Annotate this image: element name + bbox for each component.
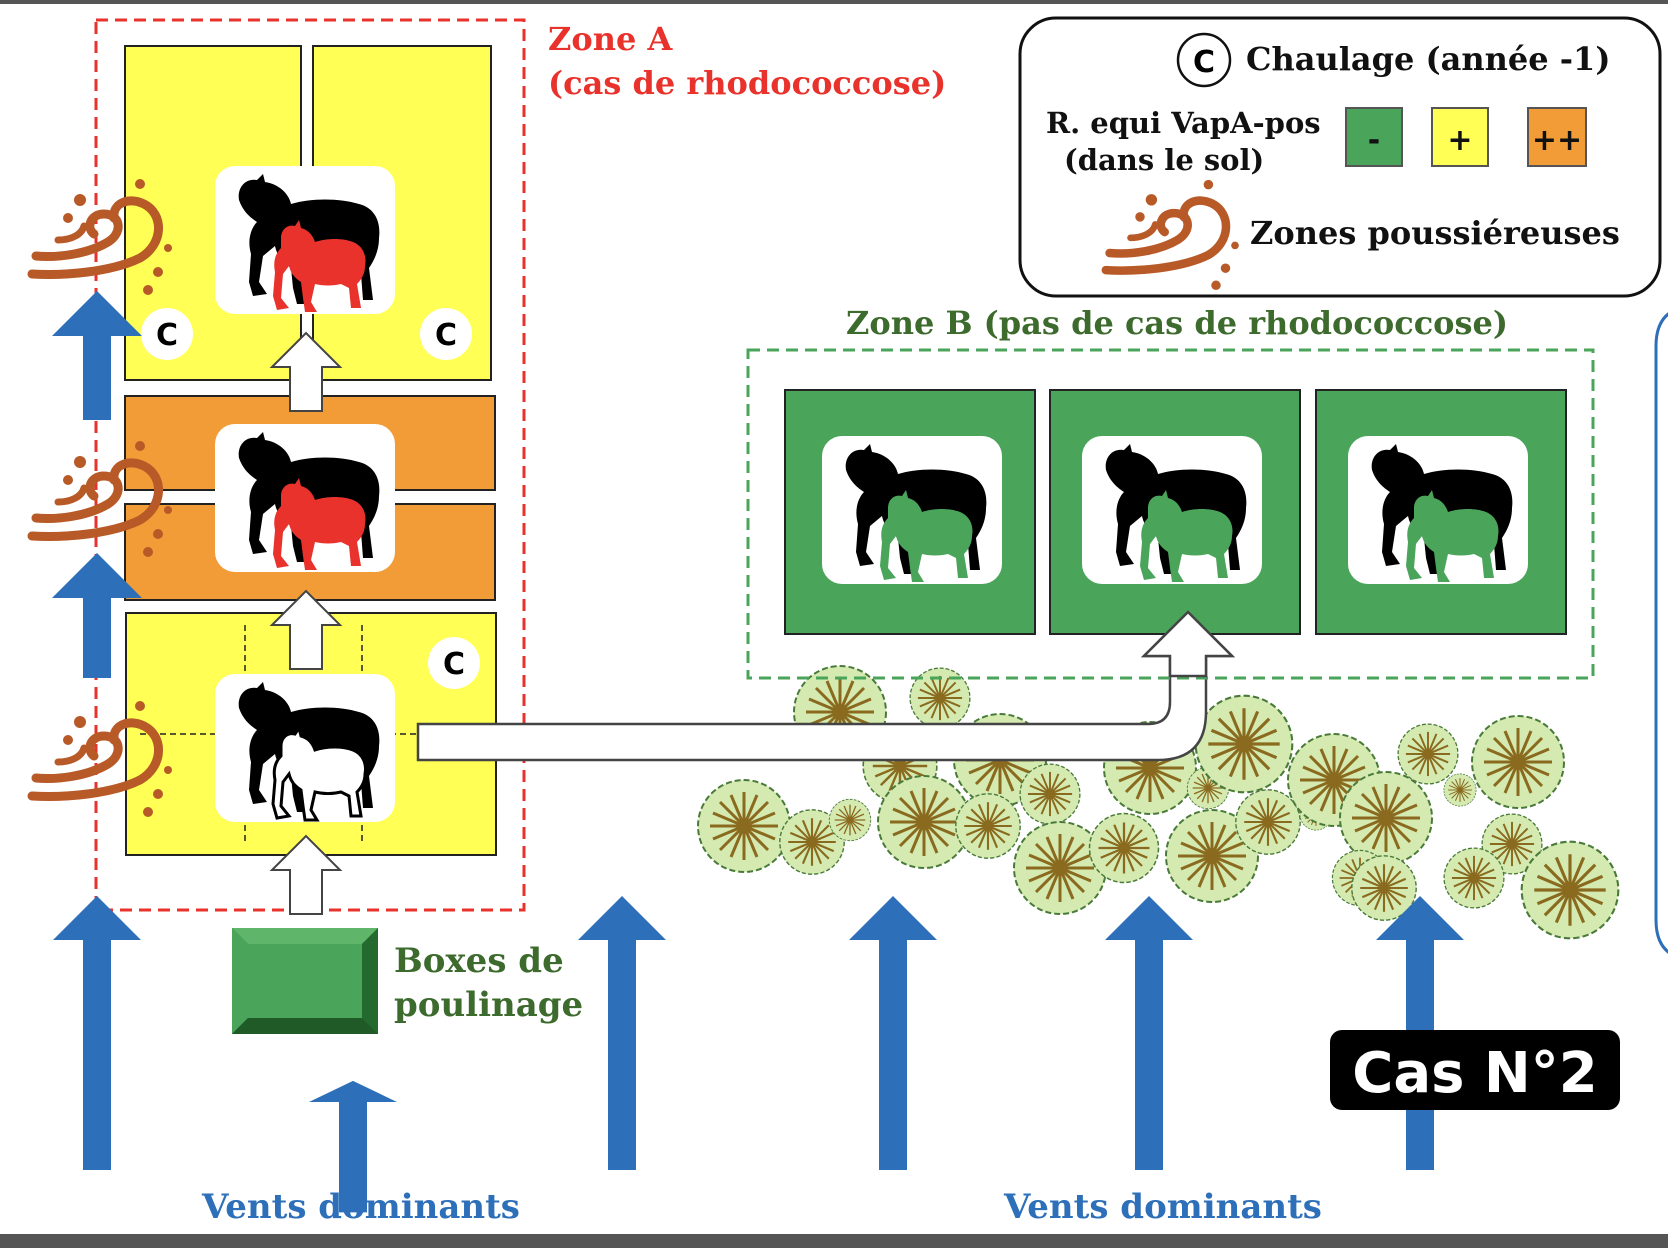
zone-a-subtitle: (cas de rhodococcose) xyxy=(548,64,946,102)
level-swatch-plusplus: ++ xyxy=(1527,107,1587,167)
horse-icon-a-middle xyxy=(215,424,395,572)
wind-arrow-icon-4 xyxy=(849,896,937,1170)
legend: C Chaulage (année -1) R. equi VapA-pos (… xyxy=(1018,16,1662,298)
svg-text:C: C xyxy=(435,318,457,353)
wind-arrow-icon-left-1 xyxy=(52,291,142,420)
horse-icon-b-3 xyxy=(1348,436,1528,584)
svg-text:C: C xyxy=(156,318,178,353)
wind-arrow-icon-3 xyxy=(578,896,666,1170)
svg-text:Cas N°2: Cas N°2 xyxy=(1352,1041,1598,1106)
zone-b-title: Zone B (pas de cas de rhodococcose) xyxy=(846,304,1508,342)
horse-icon-a-top xyxy=(215,166,395,314)
tree-cluster xyxy=(696,664,1620,940)
foaling-box-icon xyxy=(232,928,378,1034)
chaulage-legend-label: Chaulage (année -1) xyxy=(1246,40,1610,78)
case-badge: Cas N°2 xyxy=(1330,1030,1620,1110)
horse-icon-b-1 xyxy=(822,436,1002,584)
wind-label-1: Vents dominants xyxy=(201,1187,520,1227)
chaulage-legend-icon xyxy=(1176,32,1232,88)
level-swatch-plus: + xyxy=(1431,107,1489,167)
svg-text:+: + xyxy=(1447,123,1472,158)
wind-label-2: Vents dominants xyxy=(1003,1187,1322,1227)
wind-arrow-icon-left-2 xyxy=(52,553,142,678)
zone-b: Zone B (pas de cas de rhodococcose) xyxy=(746,304,1595,680)
legend-box xyxy=(1018,16,1662,298)
chaulage-mark-2: C xyxy=(420,308,472,360)
horse-icon-b-2 xyxy=(1082,436,1262,584)
level-swatch-minus: - xyxy=(1345,107,1403,167)
requi-legend-label-1: R. equi VapA-pos xyxy=(1046,106,1321,140)
foaling-box-label-2: poulinage xyxy=(394,985,583,1025)
foaling-box-label-1: Boxes de xyxy=(394,941,564,981)
chaulage-mark-1: C xyxy=(141,308,193,360)
wind-arrow-icon-1 xyxy=(53,896,141,1170)
transfer-arrowhead-icon xyxy=(1140,610,1236,678)
svg-text:C: C xyxy=(1193,45,1215,80)
horse-icon-a-bottom xyxy=(215,674,395,822)
svg-text:-: - xyxy=(1368,123,1380,158)
zone-b-border xyxy=(746,348,1595,680)
requi-legend-label-2: (dans le sol) xyxy=(1064,143,1264,177)
wind-arrow-icon-5 xyxy=(1105,896,1193,1170)
dust-legend-label: Zones poussiéreuses xyxy=(1250,214,1620,252)
zone-a-title: Zone A xyxy=(548,20,673,58)
svg-text:C: C xyxy=(443,647,465,682)
zone-a: Zone A (cas de rhodococcose) C xyxy=(94,18,946,915)
svg-text:++: ++ xyxy=(1532,123,1582,158)
side-panel-edge xyxy=(1654,304,1668,962)
chaulage-mark-3: C xyxy=(428,637,480,689)
